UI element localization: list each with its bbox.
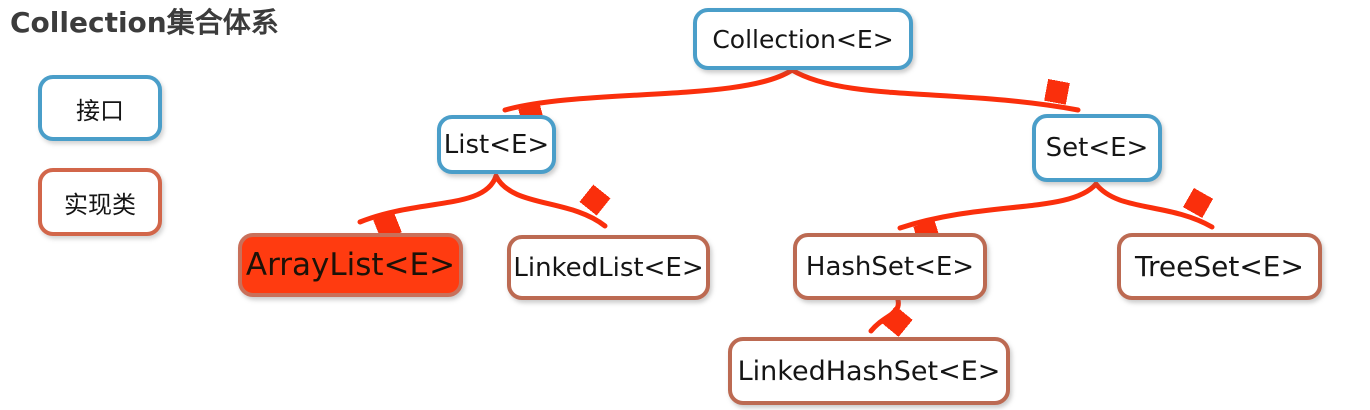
node-set: Set<E> — [1032, 114, 1162, 182]
edge-collection-list — [502, 67, 795, 110]
legend-implementation-box: 实现类 — [38, 168, 162, 236]
legend-interface-label: 接口 — [76, 96, 124, 125]
edge-list-arraylist — [357, 173, 499, 222]
node-collection: Collection<E> — [693, 8, 913, 70]
node-treeset: TreeSet<E> — [1117, 233, 1322, 300]
node-hashset: HashSet<E> — [793, 233, 987, 300]
edge-set-treeset — [1093, 181, 1215, 230]
node-linkedhashset: LinkedHashSet<E> — [728, 337, 1010, 405]
legend-implementation-label: 实现类 — [64, 190, 136, 219]
node-linkedlist: LinkedList<E> — [507, 235, 710, 300]
page-title: Collection集合体系 — [10, 6, 279, 39]
node-arraylist: ArrayList<E> — [238, 233, 463, 297]
edge-list-linkedlist — [493, 173, 605, 229]
edge-collection-set — [789, 67, 1081, 113]
legend-interface-box: 接口 — [38, 75, 162, 141]
edge-hashset-linkedhashset — [868, 297, 898, 331]
node-list: List<E> — [437, 115, 556, 174]
edge-set-hashset — [897, 181, 1099, 228]
